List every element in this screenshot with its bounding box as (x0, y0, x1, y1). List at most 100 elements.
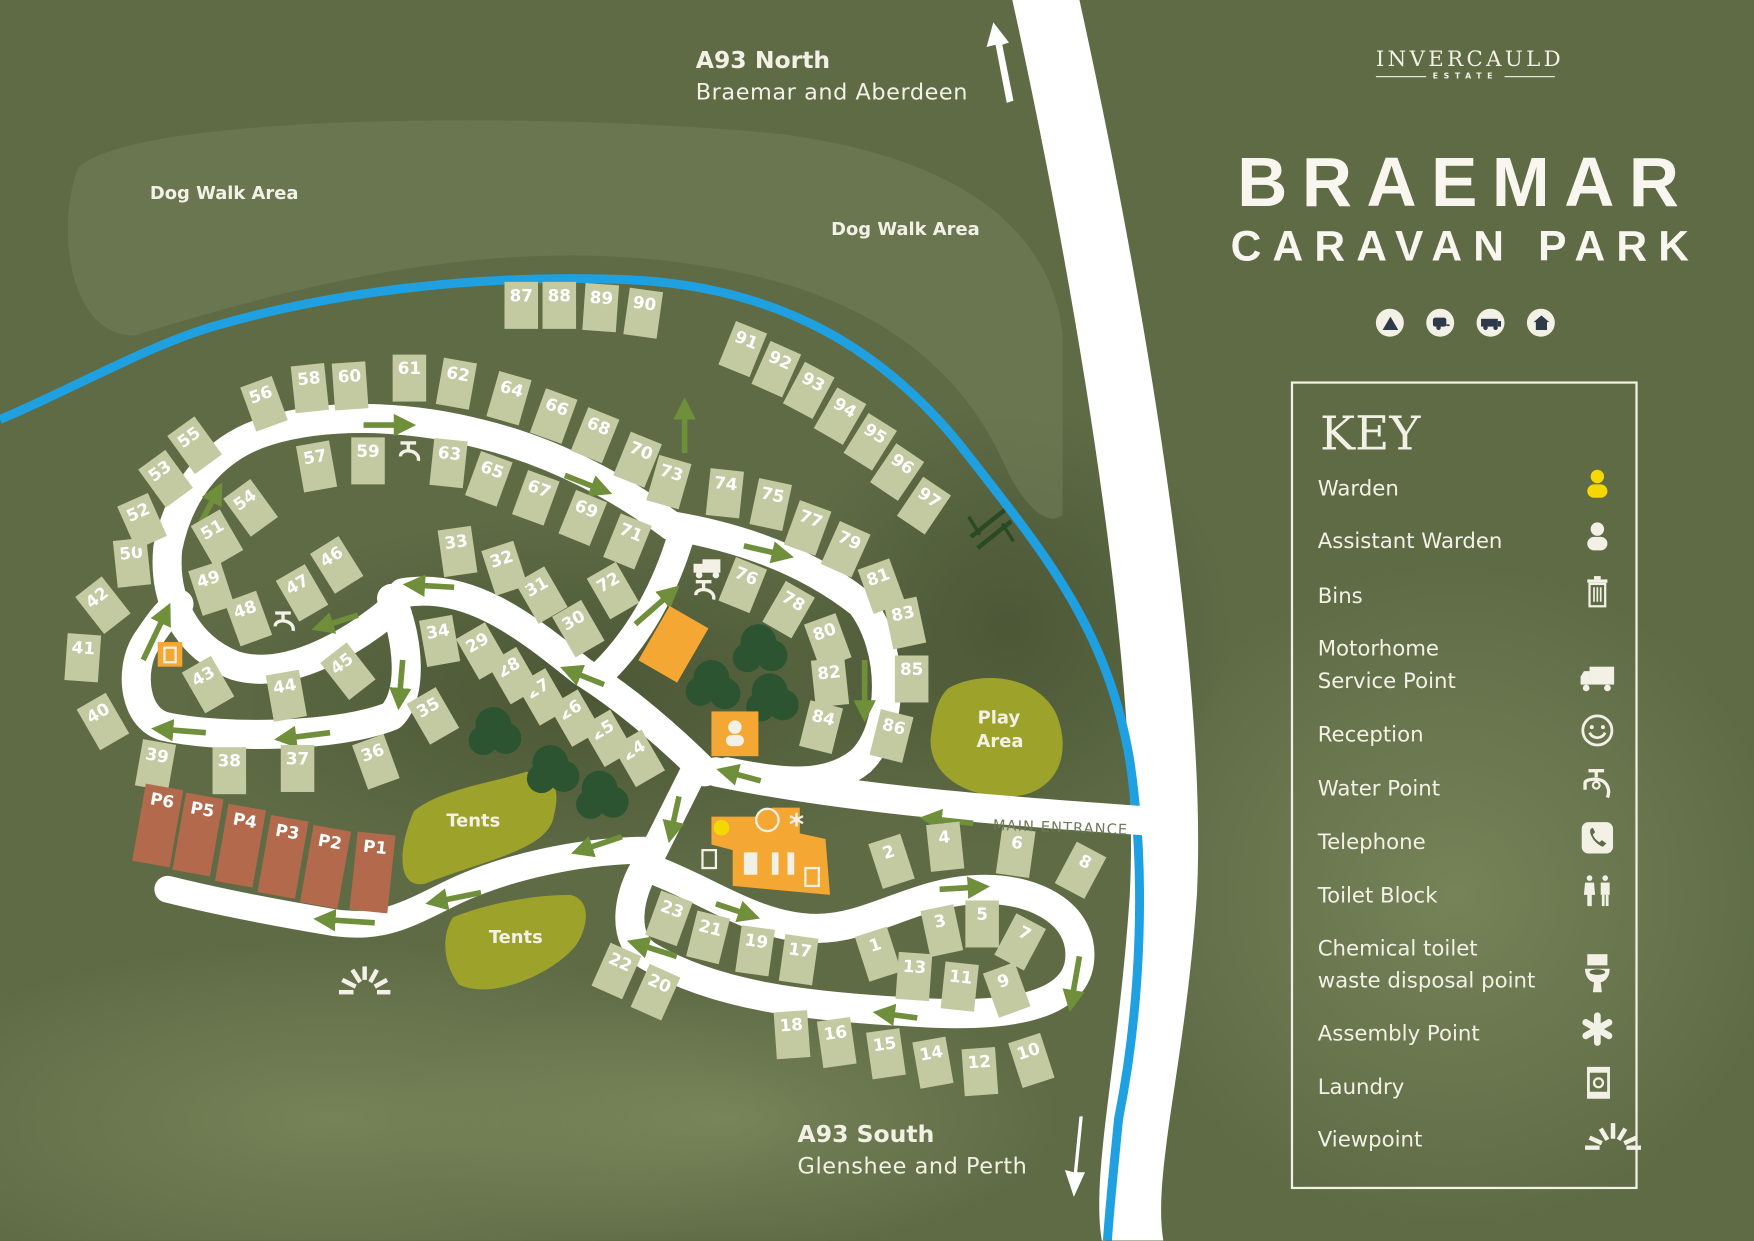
pitch-50[interactable]: 50 (112, 537, 152, 588)
pitch-80[interactable]: 80 (803, 613, 852, 669)
pitch-31[interactable]: 31 (515, 566, 568, 624)
pitch-11[interactable]: 11 (940, 961, 979, 1012)
pitch-10[interactable]: 10 (1008, 1032, 1055, 1088)
pitch-9[interactable]: 9 (982, 962, 1031, 1018)
pitch-76[interactable]: 76 (718, 556, 768, 614)
key-label: Reception (1317, 722, 1424, 748)
pitch-18[interactable]: 18 (773, 1010, 811, 1060)
pitch-65[interactable]: 65 (465, 450, 513, 507)
pitch-44[interactable]: 44 (265, 669, 307, 722)
pitch-78[interactable]: 78 (762, 580, 815, 639)
pitch-40[interactable]: 40 (76, 692, 130, 751)
pitch-67[interactable]: 67 (512, 469, 560, 526)
tents-area-north (402, 771, 557, 885)
key-label: Bins (1317, 583, 1363, 609)
pitch-41[interactable]: 41 (64, 633, 102, 683)
house-icon (1526, 308, 1555, 337)
pitch-87[interactable]: 87 (504, 281, 539, 329)
pitch-68[interactable]: 68 (570, 407, 620, 464)
pitch-51[interactable]: 51 (190, 509, 244, 567)
pitch-94[interactable]: 94 (813, 387, 867, 445)
pitch-15[interactable]: 15 (866, 1028, 906, 1080)
premium-pitch-P2[interactable]: P2 (299, 825, 352, 909)
premium-pitch-P6[interactable]: P6 (132, 783, 184, 868)
pitch-23[interactable]: 23 (645, 890, 693, 947)
pitch-61[interactable]: 61 (392, 354, 427, 402)
premium-pitch-P5[interactable]: P5 (172, 792, 224, 877)
pitch-38[interactable]: 38 (212, 747, 247, 795)
chemical-toilet-location-icon (743, 852, 758, 875)
pitch-77[interactable]: 77 (783, 500, 832, 556)
pitch-34[interactable]: 34 (419, 614, 461, 668)
pitch-48[interactable]: 48 (224, 590, 273, 647)
pitch-20[interactable]: 20 (630, 963, 681, 1021)
pitch-5[interactable]: 5 (965, 900, 999, 948)
pitch-57[interactable]: 57 (295, 440, 338, 493)
pitch-83[interactable]: 83 (883, 596, 927, 650)
pitch-84[interactable]: 84 (799, 700, 844, 754)
pitch-32[interactable]: 32 (481, 540, 528, 596)
pitch-60[interactable]: 60 (331, 361, 369, 411)
pitch-64[interactable]: 64 (486, 371, 532, 426)
pitch-13[interactable]: 13 (895, 951, 933, 1002)
pitch-35[interactable]: 35 (406, 687, 460, 745)
pitch-49[interactable]: 49 (188, 560, 235, 616)
pitch-73[interactable]: 73 (646, 454, 692, 510)
pitch-39[interactable]: 39 (134, 739, 177, 792)
pitch-89[interactable]: 89 (582, 283, 620, 333)
pitch-4[interactable]: 4 (926, 821, 965, 872)
pitch-72[interactable]: 72 (586, 561, 640, 620)
pitch-75[interactable]: 75 (749, 478, 793, 531)
pitch-19[interactable]: 19 (735, 925, 775, 977)
pitch-29[interactable]: 29 (455, 622, 509, 680)
pitch-88[interactable]: 88 (542, 281, 577, 329)
key-item-telephone: Telephone (1318, 822, 1620, 859)
pitch-1[interactable]: 1 (854, 926, 902, 982)
pitch-14[interactable]: 14 (912, 1036, 954, 1089)
pitch-43[interactable]: 43 (181, 655, 235, 714)
pitch-2[interactable]: 2 (868, 833, 915, 889)
pitch-86[interactable]: 86 (869, 709, 914, 763)
pitch-90[interactable]: 90 (623, 287, 664, 339)
pitch-59[interactable]: 59 (351, 437, 385, 485)
pitch-36[interactable]: 36 (352, 733, 400, 790)
pitch-17[interactable]: 17 (778, 934, 819, 986)
pitch-62[interactable]: 62 (435, 357, 477, 410)
pitch-71[interactable]: 71 (603, 513, 652, 570)
pitch-66[interactable]: 66 (529, 388, 578, 444)
pitch-22[interactable]: 22 (591, 942, 642, 1000)
pitch-37[interactable]: 37 (280, 744, 315, 792)
key-title: KEY (1319, 406, 1421, 461)
pitch-81[interactable]: 81 (857, 558, 906, 614)
pitch-47[interactable]: 47 (275, 564, 329, 622)
pitch-92[interactable]: 92 (751, 340, 802, 398)
pitch-16[interactable]: 16 (816, 1016, 857, 1069)
pitch-79[interactable]: 79 (820, 520, 871, 578)
pitch-96[interactable]: 96 (870, 443, 925, 501)
pitch-number: 18 (779, 1014, 804, 1036)
pitch-85[interactable]: 85 (894, 655, 929, 703)
pitch-30[interactable]: 30 (552, 599, 605, 658)
pitch-97[interactable]: 97 (896, 476, 952, 535)
pitch-58[interactable]: 58 (290, 363, 329, 414)
pitch-82[interactable]: 82 (810, 657, 850, 708)
pitch-52[interactable]: 52 (117, 492, 167, 550)
pitch-3[interactable]: 3 (920, 904, 964, 958)
pitch-93[interactable]: 93 (782, 361, 835, 420)
pitch-21[interactable]: 21 (686, 910, 731, 965)
pitch-63[interactable]: 63 (429, 437, 468, 489)
pitch-91[interactable]: 91 (718, 320, 768, 378)
premium-pitch-P3[interactable]: P3 (257, 814, 309, 899)
pitch-56[interactable]: 56 (240, 376, 288, 432)
premium-pitch-P4[interactable]: P4 (214, 803, 267, 888)
pitch-45[interactable]: 45 (320, 642, 376, 701)
pitch-74[interactable]: 74 (705, 468, 744, 519)
pitch-7[interactable]: 7 (994, 913, 1047, 971)
pitch-6[interactable]: 6 (995, 826, 1036, 878)
pitch-8[interactable]: 8 (1054, 841, 1107, 899)
pitch-70[interactable]: 70 (613, 431, 662, 488)
pitch-33[interactable]: 33 (437, 525, 478, 578)
pitch-69[interactable]: 69 (558, 489, 608, 546)
premium-pitch-P1[interactable]: P1 (349, 831, 396, 914)
pitch-12[interactable]: 12 (961, 1047, 999, 1097)
